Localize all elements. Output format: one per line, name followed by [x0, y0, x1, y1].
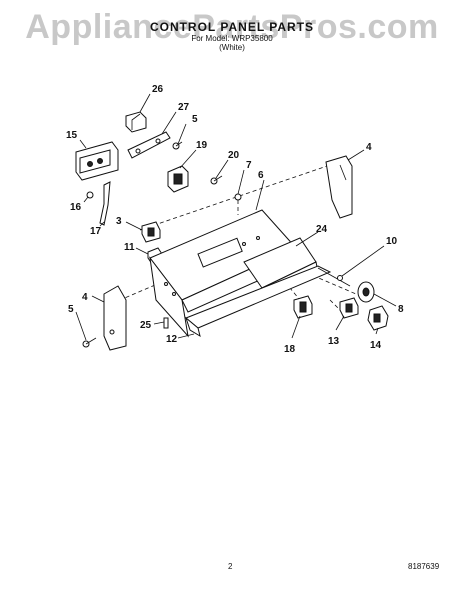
- page-number: 2: [228, 562, 233, 571]
- leader-line: [177, 333, 195, 339]
- callout-5: 5: [192, 114, 198, 125]
- leader-line: [135, 247, 149, 255]
- part-17-harness: [99, 181, 111, 226]
- part-12-lower-rail: [184, 265, 332, 338]
- callout-20: 20: [228, 150, 240, 161]
- callout-15: 15: [66, 130, 78, 141]
- callout-19: 19: [196, 140, 208, 151]
- part-15-control-module: [75, 141, 119, 181]
- part-10-shaft: [317, 267, 351, 287]
- part-4-end-cap-left: [103, 285, 127, 351]
- callout-3: 3: [116, 216, 122, 227]
- part-5-screw-top: [172, 141, 183, 150]
- page-title: CONTROL PANEL PARTS: [149, 20, 315, 34]
- leader-line: [99, 221, 105, 227]
- callout-16: 16: [70, 202, 82, 213]
- leader-line: [347, 149, 365, 161]
- callout-7: 7: [246, 160, 252, 171]
- part-3-switch: [141, 221, 161, 243]
- callout-13: 13: [328, 336, 340, 347]
- part-19-connector: [167, 165, 189, 193]
- leader-line: [291, 315, 301, 339]
- part-26-block: [125, 111, 147, 133]
- part-13-switch: [339, 297, 359, 319]
- part-25-screw: [163, 317, 169, 329]
- model-subtitle: For Model: WRP35800 (White): [0, 34, 464, 52]
- leader-line: [179, 149, 197, 169]
- leader-line: [161, 111, 177, 135]
- callout-11: 11: [124, 242, 135, 253]
- part-20-screw: [210, 175, 223, 185]
- part-18-connector: [293, 295, 313, 319]
- leader-line: [91, 295, 105, 303]
- part-27-bracket: [127, 131, 171, 159]
- callout-17: 17: [90, 226, 102, 237]
- leader-line: [153, 321, 165, 325]
- assembly-line: [119, 284, 156, 301]
- callout-24: 24: [316, 224, 328, 235]
- watermark-text: AppliancePartsPros.com: [25, 8, 439, 46]
- leader-line: [83, 196, 89, 203]
- leader-line: [373, 293, 397, 307]
- callout-6: 6: [258, 170, 264, 181]
- document-code: 8187639: [408, 562, 440, 571]
- leader-line: [341, 245, 385, 277]
- callout-14: 14: [370, 340, 382, 351]
- callout-18: 18: [284, 344, 296, 355]
- callout-12: 12: [166, 334, 178, 345]
- leader-line: [215, 159, 229, 179]
- callout-4-left: 4: [82, 292, 88, 303]
- callout-10: 10: [386, 236, 398, 247]
- leader-line: [295, 231, 319, 247]
- color-line: (White): [219, 43, 245, 52]
- callout-8: 8: [398, 304, 404, 315]
- leader-line: [75, 311, 87, 341]
- part-8-knob: [357, 281, 375, 303]
- part-4-end-cap-right: [325, 155, 353, 219]
- leader-line: [125, 221, 143, 231]
- model-line: For Model: WRP35800: [191, 34, 273, 43]
- callout-25: 25: [140, 320, 152, 331]
- part-14-knob: [367, 305, 389, 331]
- leader-line: [375, 327, 379, 335]
- leader-line: [255, 179, 265, 211]
- callout-4: 4: [366, 142, 372, 153]
- leader-line: [139, 93, 151, 113]
- part-5-screw-bottom: [82, 337, 97, 348]
- leader-line: [237, 169, 245, 195]
- leader-line: [177, 123, 187, 145]
- callout-5-left: 5: [68, 304, 74, 315]
- leader-line: [79, 139, 87, 149]
- callout-27: 27: [178, 102, 190, 113]
- part-16-nut: [86, 191, 94, 199]
- leader-line: [335, 315, 345, 331]
- callout-26: 26: [152, 84, 164, 95]
- part-7-screw: [234, 193, 242, 201]
